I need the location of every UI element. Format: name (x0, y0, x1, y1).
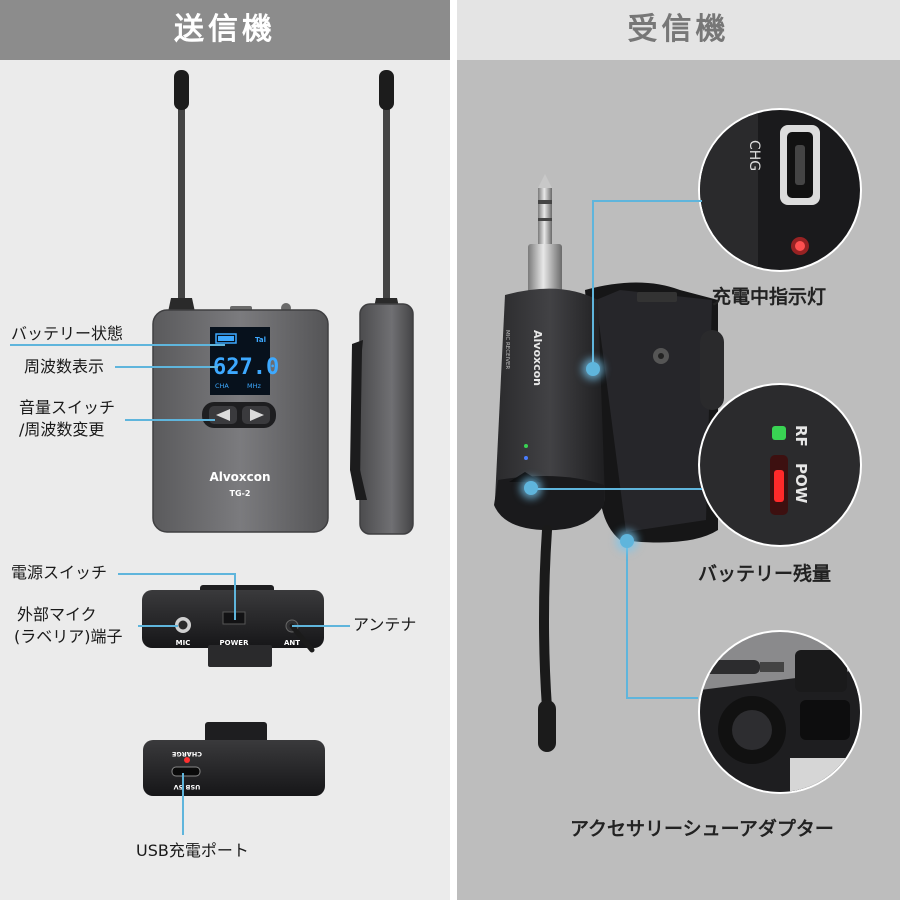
label-battery-level: バッテリー残量 (698, 563, 832, 585)
connector-shoe-h (626, 697, 698, 699)
connector-shoe-v (626, 540, 628, 698)
marker-chg (586, 362, 600, 376)
label-antenna: アンテナ (353, 615, 417, 634)
transmitter-side (350, 70, 414, 535)
lcd-frequency-text: 627.0 (213, 355, 279, 380)
label-usb-charging-port: USB充電ポート (136, 841, 249, 860)
model-text: TG-2 (230, 489, 251, 498)
usb-5v-label: USB 5V (174, 783, 201, 791)
lcd-signal-text: Tal (255, 336, 266, 344)
pow-text: POW (792, 463, 810, 504)
connector-antenna (292, 625, 350, 627)
receiver-header: 受信機 (457, 0, 900, 60)
label-ext-mic-2: (ラベリア)端子 (14, 627, 123, 646)
connector-led (530, 488, 702, 490)
lcd-unit-text: MHz (247, 382, 261, 390)
brand-logo-text: Alvoxcon (209, 470, 270, 484)
receiver-model-text: MIC RECEIVER (504, 330, 510, 369)
transmitter-bottom-view: CHARGE USB 5V (143, 722, 325, 796)
connector-mic (138, 625, 178, 627)
label-power-switch: 電源スイッチ (11, 563, 108, 582)
rf-text: RF (792, 425, 810, 447)
power-port-label: POWER (220, 639, 250, 647)
connector-power-h (118, 573, 234, 575)
zoom-circle-shoe (698, 630, 862, 794)
marker-led (524, 481, 538, 495)
label-charge-indicator: 充電中指示灯 (712, 286, 827, 308)
mic-port-label: MIC (176, 639, 191, 647)
lcd-channel-text: CHA (215, 382, 229, 390)
transmitter-front: Tal 627.0 CHA MHz Alvoxcon TG-2 (152, 70, 329, 533)
zoom-circle-led: RF POW (698, 383, 862, 547)
zoom-circle-chg: CHG (698, 108, 862, 272)
connector-chg-v (592, 200, 594, 368)
ant-port-label: ANT (284, 639, 300, 647)
label-shoe-adapter: アクセサリーシューアダプター (570, 818, 834, 840)
transmitter-top-view: MIC POWER ANT (142, 585, 324, 667)
label-frequency-display: 周波数表示 (24, 357, 105, 376)
panel-divider (450, 0, 457, 900)
marker-shoe (620, 534, 634, 548)
connector-frequency (115, 366, 218, 368)
connector-chg-h (592, 200, 702, 202)
label-volume-switch-2: /周波数変更 (19, 420, 105, 439)
charge-label: CHARGE (172, 750, 202, 758)
chg-text: CHG (746, 140, 762, 171)
connector-battery (10, 344, 225, 346)
label-volume-switch-1: 音量スイッチ (19, 398, 116, 417)
transmitter-header: 送信機 (0, 0, 450, 60)
receiver-brand-text: Alvoxcon (531, 330, 544, 386)
receiver-device: Alvoxcon MIC RECEIVER (494, 174, 724, 752)
connector-power-v (234, 573, 236, 620)
label-battery-status: バッテリー状態 (11, 324, 124, 343)
label-ext-mic-1: 外部マイク (17, 605, 97, 624)
connector-volume (125, 419, 215, 421)
connector-usb (182, 773, 184, 835)
